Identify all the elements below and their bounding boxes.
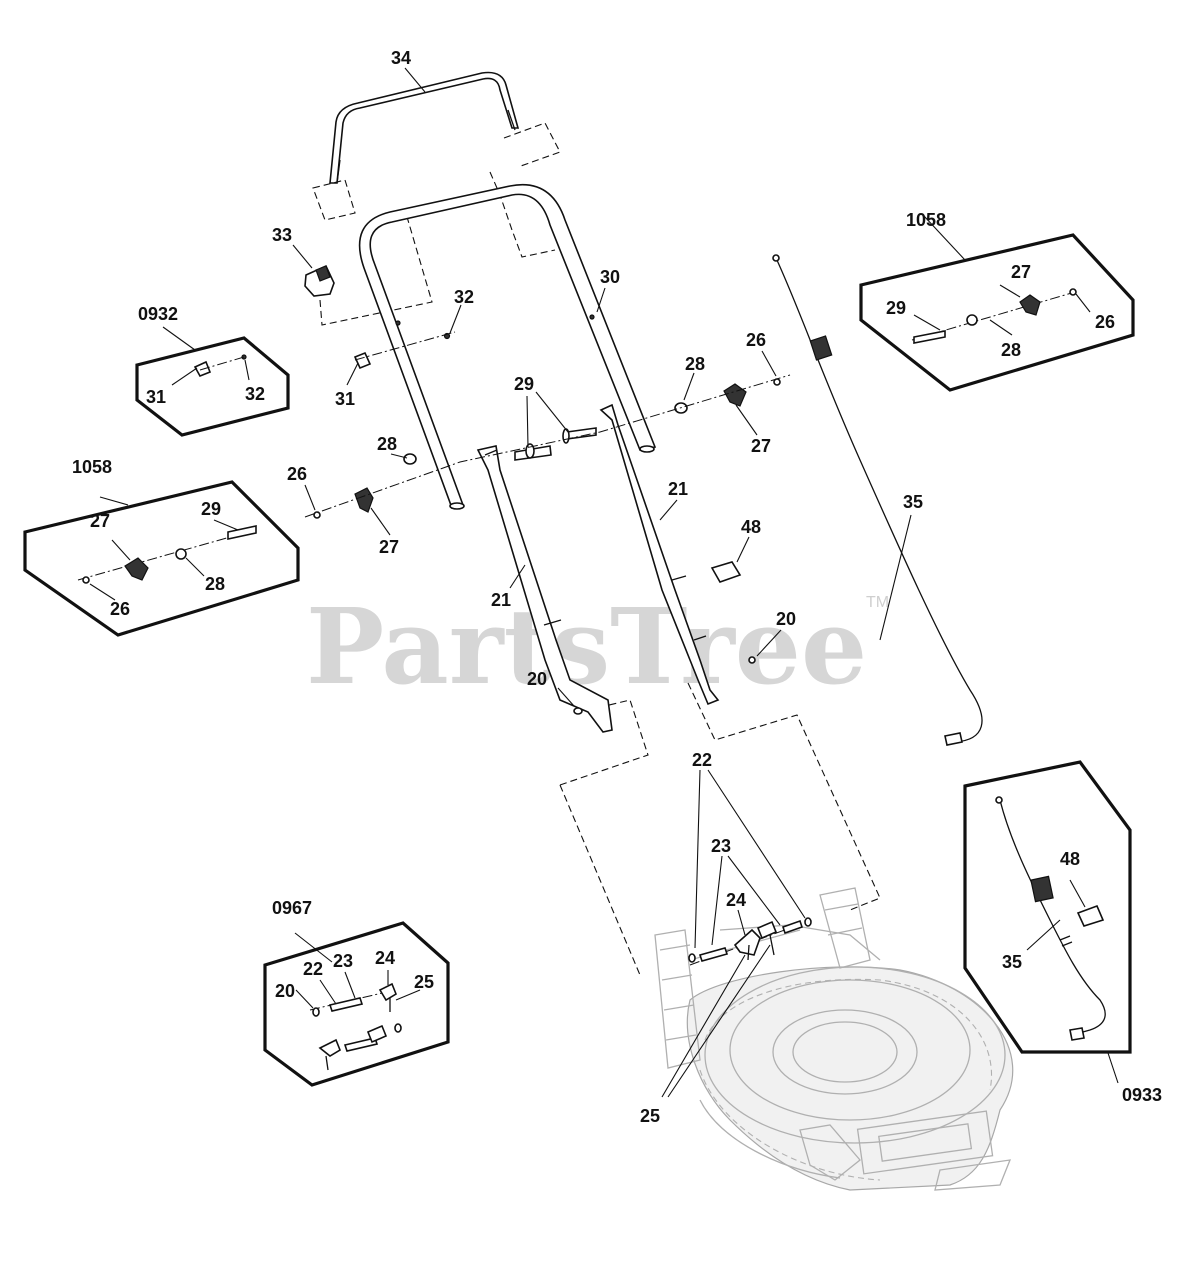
callout-27-left: 27 <box>379 537 399 557</box>
callout-25: 25 <box>640 1106 660 1126</box>
upper-handle-34 <box>312 71 561 326</box>
callout-48-kit: 48 <box>1060 849 1080 869</box>
callout-21-right: 21 <box>668 479 688 499</box>
kit-box-1058-right <box>859 233 1135 392</box>
mower-deck <box>654 887 1014 1191</box>
handle-to-deck-frame <box>559 682 881 976</box>
callout-28-kit-left: 28 <box>205 574 225 594</box>
callout-33: 33 <box>272 225 292 245</box>
callout-24-kit: 24 <box>375 948 395 968</box>
callout-27-kit-left: 27 <box>90 511 110 531</box>
leader-lines <box>89 67 1119 1098</box>
callout-27-kit-right: 27 <box>1011 262 1031 282</box>
callout-20-kit: 20 <box>275 981 295 1001</box>
clip-31 <box>353 351 372 370</box>
callout-20-left: 20 <box>527 669 547 689</box>
watermark-trademark: TM <box>866 594 889 611</box>
callout-29-kit-right: 29 <box>886 298 906 318</box>
control-cable-35 <box>772 254 983 746</box>
callout-26-kit-right: 26 <box>1095 312 1115 332</box>
callout-28-kit-right: 28 <box>1001 340 1021 360</box>
kit-number-1058-right: 1058 <box>906 210 946 230</box>
callout-29: 29 <box>514 374 534 394</box>
callout-27: 27 <box>751 436 771 456</box>
callout-31: 31 <box>335 389 355 409</box>
callout-31-kit: 31 <box>146 387 166 407</box>
watermark-text: PartsTree <box>306 585 867 708</box>
callout-21-left: 21 <box>491 590 511 610</box>
callout-23: 23 <box>711 836 731 856</box>
callout-26-left: 26 <box>287 464 307 484</box>
callout-24: 24 <box>726 890 746 910</box>
parts-tree-watermark: PartsTree TM <box>306 585 889 708</box>
callout-28: 28 <box>685 354 705 374</box>
kit-number-1058-left: 1058 <box>72 457 112 477</box>
kit-box-0967 <box>263 921 450 1087</box>
callout-32-kit: 32 <box>245 384 265 404</box>
callout-23-kit: 23 <box>333 951 353 971</box>
callout-20-right: 20 <box>776 609 796 629</box>
kit-number-0967: 0967 <box>272 898 312 918</box>
main-handle-30 <box>358 184 657 510</box>
kit-box-0932 <box>135 336 290 437</box>
callout-26-kit-left: 26 <box>110 599 130 619</box>
assembly-axis-lines <box>304 331 791 966</box>
callout-28-left: 28 <box>377 434 397 454</box>
kit-box-1058-left <box>23 480 300 637</box>
lower-handle-left-21 <box>476 445 613 733</box>
lower-handle-right-21 <box>599 403 720 706</box>
callout-numbers: 34 33 30 32 31 32 31 29 28 26 27 28 26 2… <box>72 48 1162 1126</box>
callout-29-kit-left: 29 <box>201 499 221 519</box>
callout-22-kit: 22 <box>303 959 323 979</box>
callout-35: 35 <box>903 492 923 512</box>
kit-number-0933: 0933 <box>1122 1085 1162 1105</box>
callout-48: 48 <box>741 517 761 537</box>
callout-25-kit: 25 <box>414 972 434 992</box>
kit-box-0933 <box>963 760 1132 1054</box>
callout-32: 32 <box>454 287 474 307</box>
deck-mount-parts <box>688 917 812 963</box>
kit-number-0932: 0932 <box>138 304 178 324</box>
callout-35-kit: 35 <box>1002 952 1022 972</box>
clip-33 <box>304 264 335 297</box>
callout-22: 22 <box>692 750 712 770</box>
callout-30: 30 <box>600 267 620 287</box>
callout-26: 26 <box>746 330 766 350</box>
callout-34: 34 <box>391 48 411 68</box>
